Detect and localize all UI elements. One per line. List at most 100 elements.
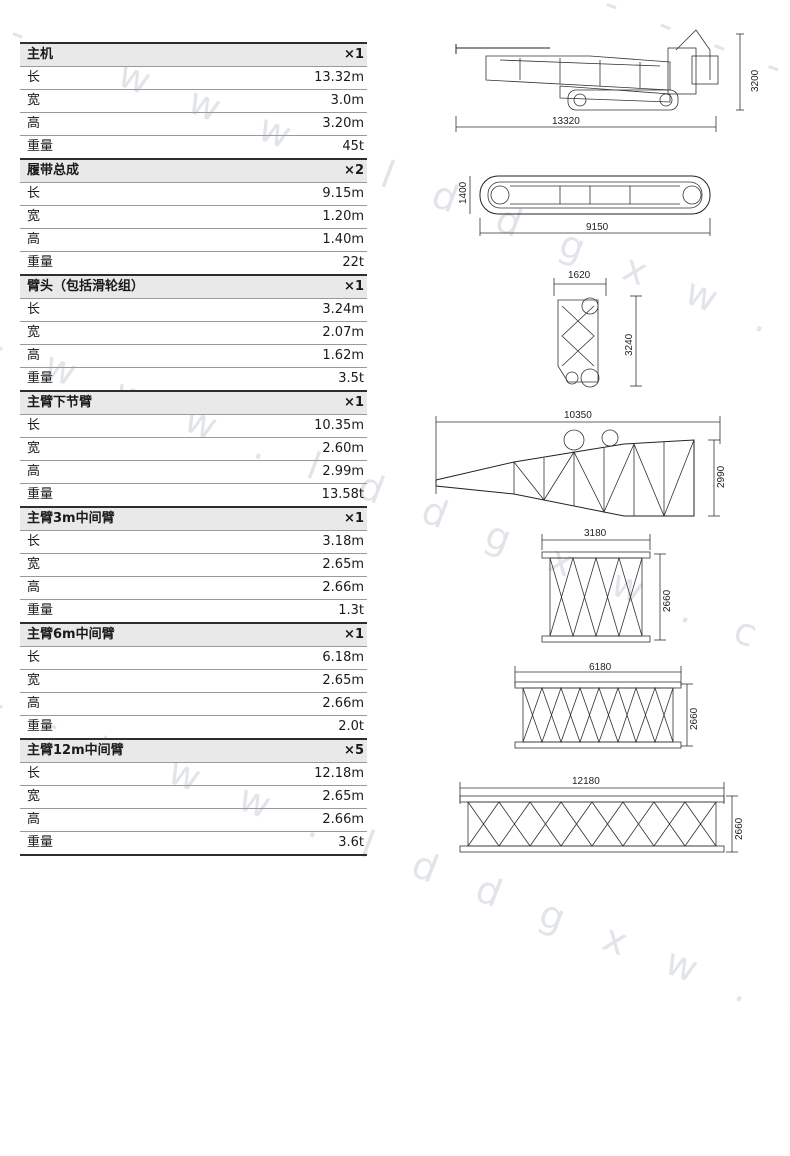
component-name: 主臂6m中间臂 — [20, 622, 260, 647]
spec-value: 10.35m — [260, 414, 367, 438]
spec-label: 长 — [20, 646, 260, 670]
boom-6m-drawing: 6180 2660 — [514, 662, 700, 749]
spec-label: 长 — [20, 298, 260, 322]
spec-label: 宽 — [20, 669, 260, 693]
spec-label: 高 — [20, 344, 260, 368]
spec-label: 重量 — [20, 367, 260, 392]
component-count: ×2 — [260, 158, 367, 183]
crawler-height-label: 1400 — [458, 181, 469, 204]
component-name: 臂头（包括滑轮组） — [20, 274, 260, 299]
spec-value: 2.99m — [260, 460, 367, 484]
spec-value: 2.65m — [260, 669, 367, 693]
spec-value: 2.66m — [260, 576, 367, 600]
spec-label: 重量 — [20, 599, 260, 624]
spec-value: 2.0t — [260, 715, 367, 740]
component-name: 主臂下节臂 — [20, 390, 260, 415]
component-header-row: 主臂下节臂×1 — [20, 390, 367, 415]
spec-value: 12.18m — [260, 762, 367, 786]
spec-label: 宽 — [20, 205, 260, 229]
spec-value: 6.18m — [260, 646, 367, 670]
spec-value: 3.18m — [260, 530, 367, 554]
boom-6m-height-label: 2660 — [689, 707, 700, 730]
spec-value: 22t — [260, 251, 367, 276]
spec-label: 长 — [20, 530, 260, 554]
spec-value: 13.32m — [260, 66, 367, 90]
boom-base-height-label: 2990 — [716, 465, 727, 488]
spec-label: 重量 — [20, 251, 260, 276]
spec-value: 2.65m — [260, 553, 367, 577]
component-count: ×1 — [260, 42, 367, 67]
spec-label: 长 — [20, 762, 260, 786]
component-count: ×1 — [260, 390, 367, 415]
component-header-row: 主机×1 — [20, 42, 367, 67]
boom-head-width-label: 1620 — [568, 270, 591, 281]
boom-head-height-label: 3240 — [624, 333, 635, 356]
spec-value: 3.0m — [260, 89, 367, 113]
spec-label: 长 — [20, 66, 260, 90]
spec-value: 2.66m — [260, 808, 367, 832]
component-count: ×5 — [260, 738, 367, 763]
component-header-row: 主臂12m中间臂×5 — [20, 738, 367, 763]
boom-3m-drawing: 3180 2660 — [541, 528, 673, 643]
component-count: ×1 — [260, 274, 367, 299]
component-count: ×1 — [260, 506, 367, 531]
boom-6m-length-label: 6180 — [589, 662, 612, 673]
component-header-row: 履带总成×2 — [20, 158, 367, 183]
boom-12m-height-label: 2660 — [734, 817, 745, 840]
spec-label: 高 — [20, 808, 260, 832]
main-unit-length-label: 13320 — [552, 116, 580, 127]
spec-label: 重量 — [20, 483, 260, 508]
spec-label: 宽 — [20, 785, 260, 809]
spec-value: 1.3t — [260, 599, 367, 624]
spec-value: 9.15m — [260, 182, 367, 206]
spec-label: 重量 — [20, 831, 260, 856]
spec-value: 1.62m — [260, 344, 367, 368]
component-name: 主臂3m中间臂 — [20, 506, 260, 531]
component-header-row: 主臂6m中间臂×1 — [20, 622, 367, 647]
component-name: 主臂12m中间臂 — [20, 738, 260, 763]
spec-value: 1.40m — [260, 228, 367, 252]
spec-value: 3.24m — [260, 298, 367, 322]
boom-base-drawing: 10350 2990 — [435, 410, 727, 518]
spec-label: 重量 — [20, 715, 260, 740]
boom-head-drawing: 1620 3240 — [553, 270, 642, 388]
crawler-length-label: 9150 — [586, 222, 609, 233]
spec-label: 宽 — [20, 553, 260, 577]
spec-label: 高 — [20, 112, 260, 136]
main-unit-height-label: 3200 — [750, 69, 761, 92]
spec-value: 1.20m — [260, 205, 367, 229]
component-header-row: 主臂3m中间臂×1 — [20, 506, 367, 531]
spec-label: 宽 — [20, 89, 260, 113]
boom-12m-drawing: 12180 2660 — [459, 776, 745, 853]
boom-base-length-label: 10350 — [564, 410, 592, 421]
spec-label: 高 — [20, 460, 260, 484]
component-name: 主机 — [20, 42, 260, 67]
spec-value: 13.58t — [260, 483, 367, 508]
